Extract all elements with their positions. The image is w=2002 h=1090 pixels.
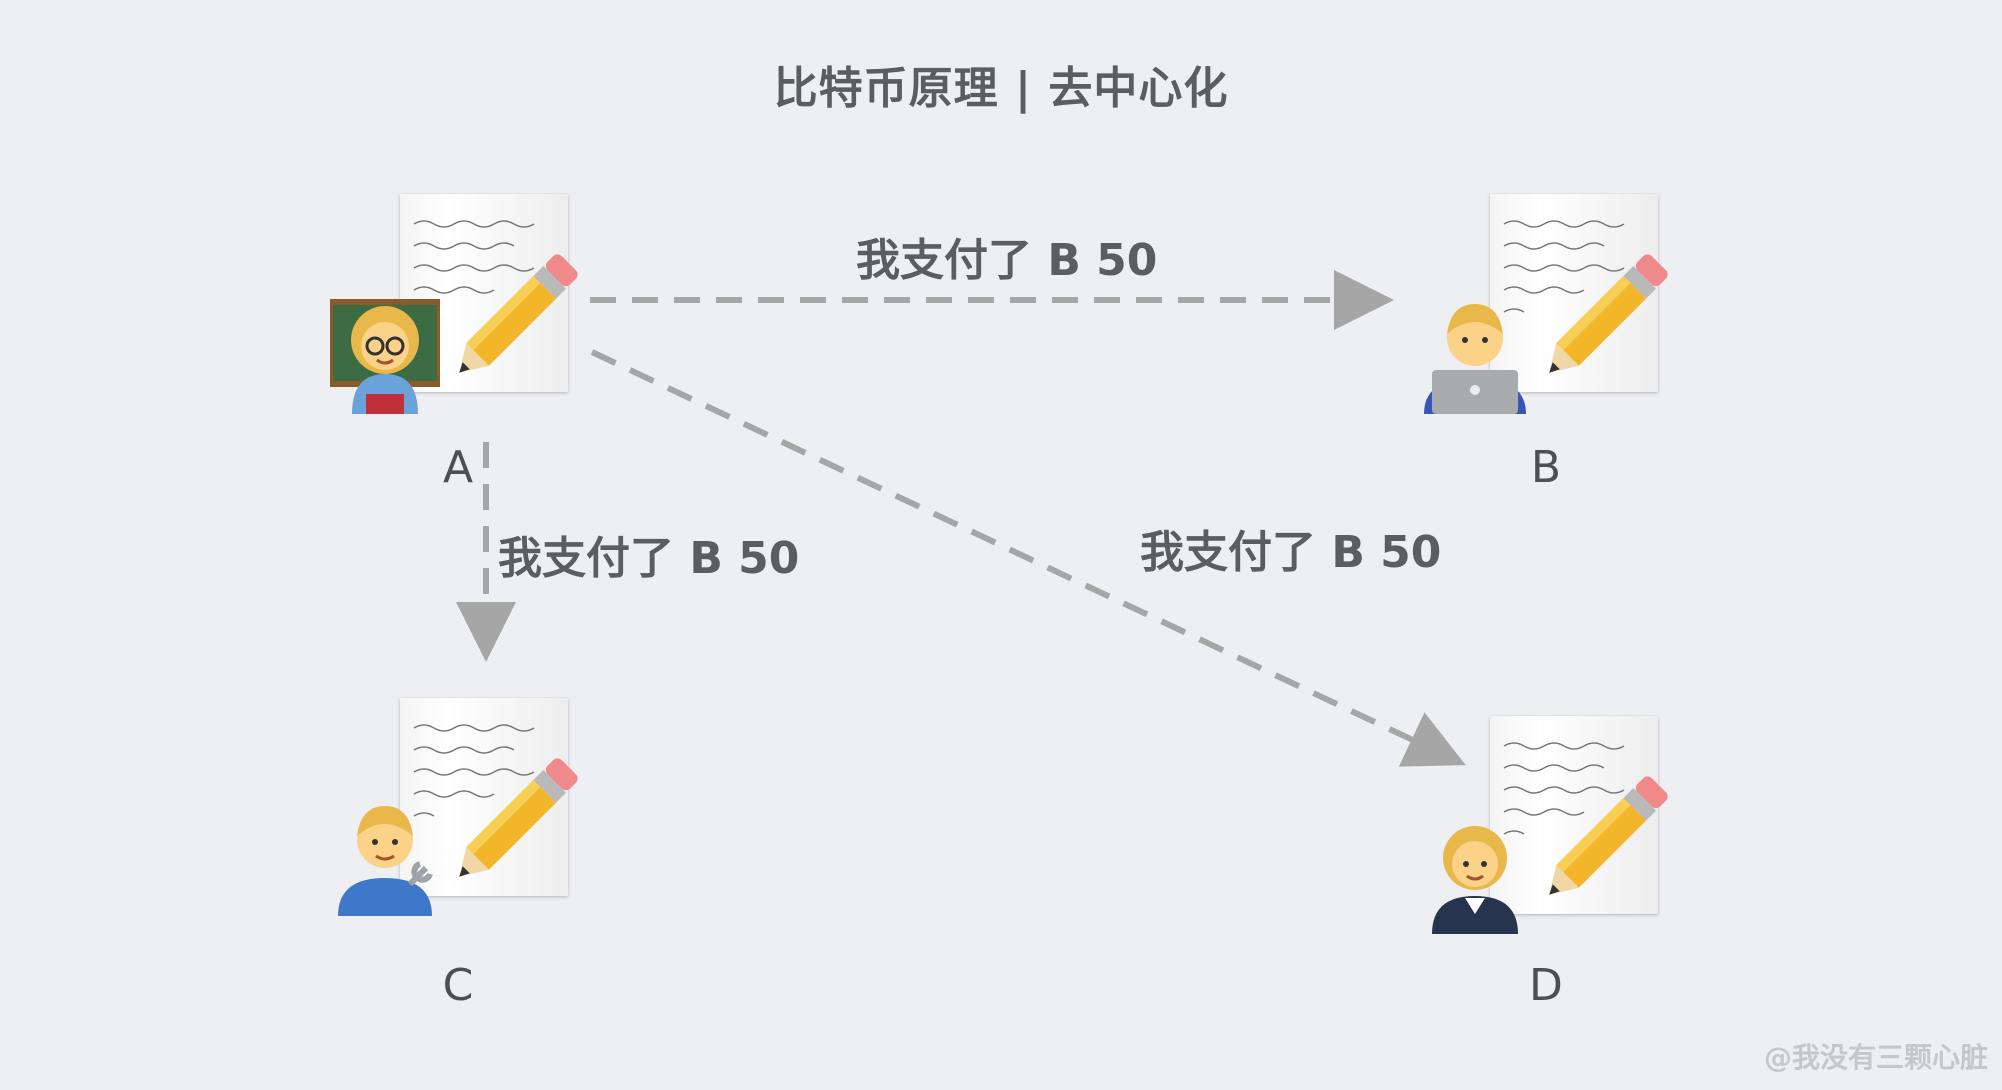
pencil-icon: [1530, 232, 1690, 392]
watermark: @我没有三颗心脏: [1763, 1041, 1988, 1074]
arrow-a-to-d: [590, 349, 1466, 767]
node-label-c: C: [442, 960, 474, 1011]
mechanic-man-icon: [330, 796, 440, 916]
node-label-b: B: [1530, 442, 1562, 493]
pencil-icon: [440, 736, 600, 896]
teacher-woman-icon: [327, 294, 443, 414]
node-label-a: A: [442, 442, 474, 493]
edge-label-a-to-b: 我支付了 B 50: [856, 235, 1158, 286]
technologist-man-icon: [1420, 294, 1530, 414]
node-c: [330, 698, 590, 918]
node-d: [1420, 716, 1680, 936]
node-a: [327, 194, 590, 414]
node-b: [1420, 194, 1680, 414]
page-title: 比特币原理 | 去中心化: [773, 63, 1229, 114]
edge-label-a-to-d: 我支付了 B 50: [1140, 527, 1442, 578]
pencil-icon: [1530, 754, 1690, 914]
edge-label-a-to-c: 我支付了 B 50: [498, 533, 800, 584]
pencil-icon: [440, 232, 600, 392]
node-label-d: D: [1529, 960, 1563, 1011]
office-worker-woman-icon: [1420, 814, 1530, 934]
